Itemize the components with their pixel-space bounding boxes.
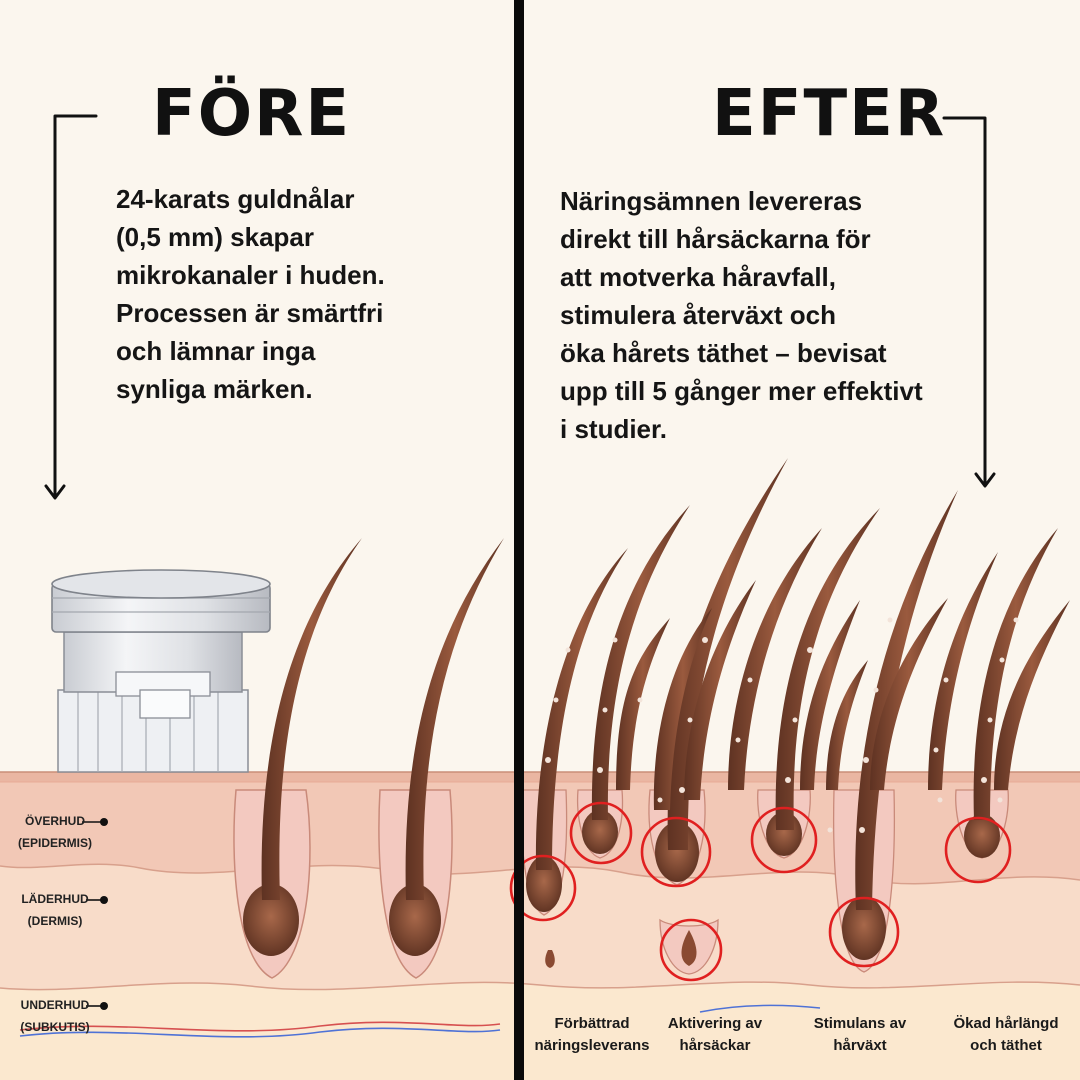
highlight-circle (944, 816, 1012, 884)
highlight-circle (509, 854, 577, 922)
after-line: stimulera återväxt och (560, 300, 837, 330)
skin-surface (0, 772, 1080, 782)
arrow-down-icon (942, 116, 996, 488)
after-line: att motverka håravfall, (560, 262, 837, 292)
benefit-caption: Ökad hårlängd och täthet (926, 1013, 1080, 1057)
before-line: (0,5 mm) skapar (116, 222, 314, 252)
layer-latin: (DERMIS) (27, 914, 83, 928)
after-line: öka hårets täthet – bevisat (560, 338, 887, 368)
benefit-line: hårsäckar (679, 1037, 751, 1054)
derma-stamp-device-icon (51, 569, 271, 773)
benefit-caption: Aktivering av hårsäckar (635, 1013, 795, 1057)
layer-latin: (EPIDERMIS) (17, 836, 92, 850)
benefit-caption: Stimulans av hårväxt (780, 1013, 940, 1057)
benefit-line: Aktivering av (667, 1015, 763, 1032)
highlight-circle (659, 918, 723, 982)
before-follicles (233, 538, 504, 979)
highlight-circle (828, 896, 900, 968)
before-line: och lämnar inga (116, 336, 316, 366)
after-line: i studier. (560, 414, 667, 444)
before-line: Processen är smärtfri (116, 298, 384, 328)
benefit-caption: Förbättrad näringsleverans (512, 1013, 672, 1057)
dermis-boundary (0, 981, 1080, 991)
layer-name: UNDERHUD (20, 998, 90, 1012)
highlight-circle (750, 806, 818, 874)
benefit-line: Stimulans av (813, 1015, 907, 1032)
layer-label-epidermis: ÖVERHUD (EPIDERMIS) (0, 810, 110, 854)
before-heading: FÖRE (152, 77, 352, 151)
benefit-line: hårväxt (833, 1037, 887, 1054)
after-line: Näringsämnen levereras (560, 186, 863, 216)
highlight-circle (640, 816, 712, 888)
layer-name: ÖVERHUD (24, 814, 85, 828)
after-description: Näringsämnen levereras direkt till hårsä… (560, 182, 923, 448)
arrow-down-icon (44, 114, 98, 500)
layer-name: LÄDERHUD (21, 892, 89, 906)
layer-label-subcutis: UNDERHUD (SUBKUTIS) (0, 994, 110, 1038)
before-line: synliga märken. (116, 374, 313, 404)
highlight-circle (569, 801, 633, 865)
center-divider (514, 0, 524, 1080)
layer-label-dermis: LÄDERHUD (DERMIS) (0, 888, 110, 932)
before-description: 24-karats guldnålar (0,5 mm) skapar mikr… (116, 180, 385, 408)
before-line: 24-karats guldnålar (116, 184, 355, 214)
layer-pointers (82, 821, 102, 1007)
benefit-line: näringsleverans (534, 1037, 650, 1054)
blood-vessel-blue-right (699, 1004, 821, 1013)
layer-pointer-dots (100, 818, 108, 1010)
blood-vessel-blue (19, 1027, 501, 1038)
benefit-line: och täthet (970, 1037, 1042, 1054)
after-line: upp till 5 gånger mer effektivt (560, 376, 923, 406)
after-heading: EFTER (712, 77, 947, 151)
layer-latin: (SUBKUTIS) (20, 1020, 90, 1034)
before-line: mikrokanaler i huden. (116, 260, 385, 290)
after-follicles (520, 458, 1070, 975)
after-line: direkt till hårsäckarna för (560, 224, 871, 254)
highlight-circles (509, 801, 1012, 982)
benefit-line: Ökad hårlängd (953, 1015, 1059, 1032)
benefit-line: Förbättrad (554, 1015, 630, 1032)
blood-vessel-red (19, 1021, 501, 1032)
